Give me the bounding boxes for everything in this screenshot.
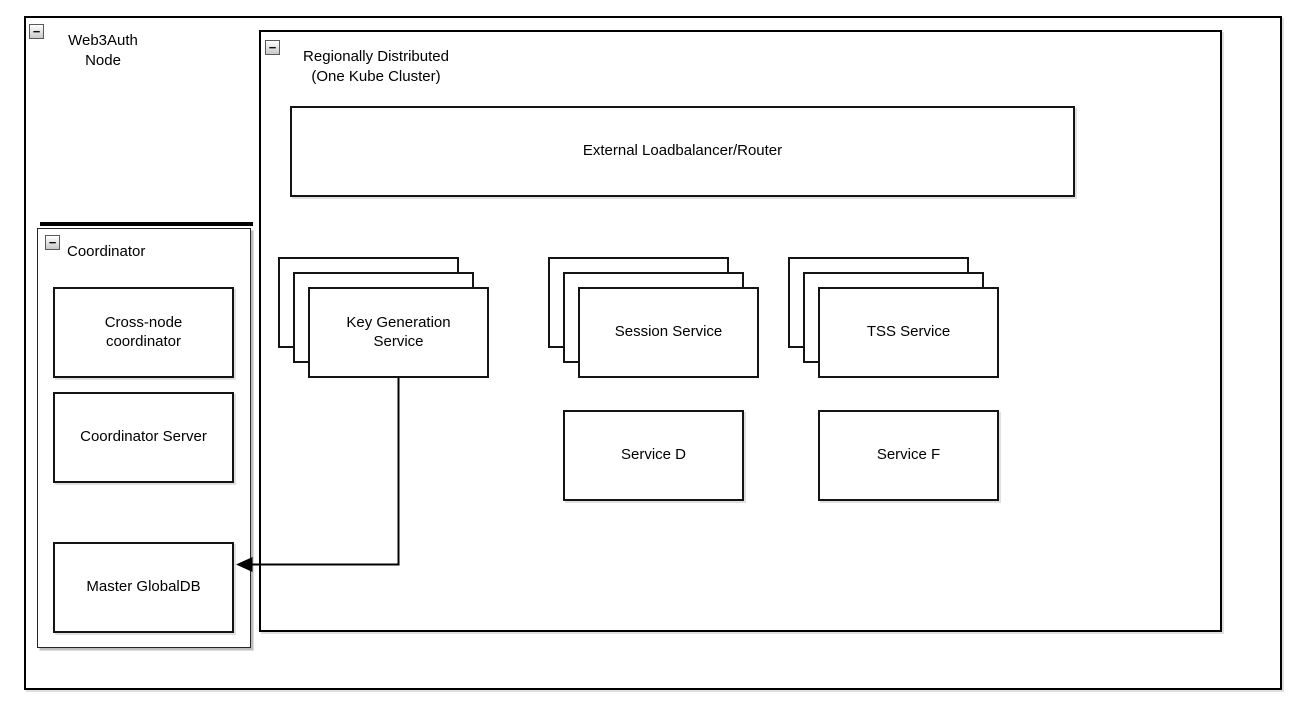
- node-tss-service[interactable]: TSS Service: [818, 287, 999, 378]
- region-label: Regionally Distributed (One Kube Cluster…: [303, 48, 449, 85]
- collapse-icon-region[interactable]: −: [265, 40, 280, 55]
- collapse-icon-coordinator[interactable]: −: [45, 235, 60, 250]
- node-master-globaldb[interactable]: Master GlobalDB: [53, 542, 234, 633]
- coordinator-label: Coordinator: [67, 243, 146, 260]
- node-service-d[interactable]: Service D: [563, 410, 744, 501]
- node-coordinator-server[interactable]: Coordinator Server: [53, 392, 234, 483]
- node-external-loadbalancer[interactable]: External Loadbalancer/Router: [290, 106, 1075, 197]
- web3auth-node-label: Web3Auth Node: [68, 32, 138, 69]
- node-service-f[interactable]: Service F: [818, 410, 999, 501]
- collapse-icon-web3auth[interactable]: −: [29, 24, 44, 39]
- coordinator-top-edge: [40, 222, 253, 226]
- node-cross-node-coordinator[interactable]: Cross-node coordinator: [53, 287, 234, 378]
- node-session-service[interactable]: Session Service: [578, 287, 759, 378]
- node-key-generation-service[interactable]: Key Generation Service: [308, 287, 489, 378]
